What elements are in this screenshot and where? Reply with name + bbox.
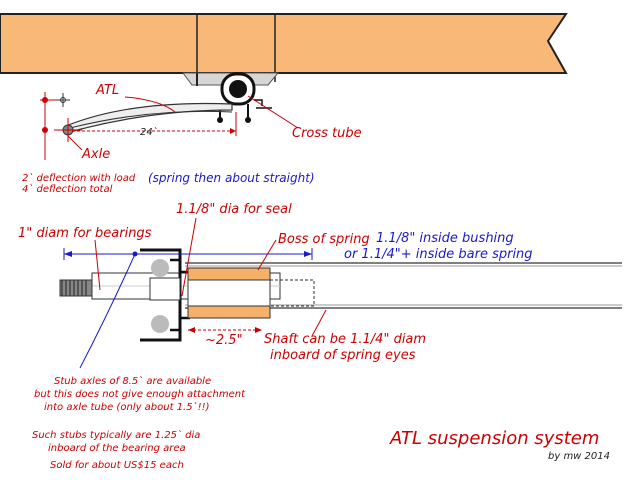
axle-label: Axle bbox=[82, 147, 111, 162]
dia-seal-label: 1.1/8" dia for seal bbox=[176, 202, 292, 217]
axle-leader bbox=[67, 135, 83, 151]
threaded-end bbox=[59, 279, 93, 297]
boss-spring-label: Boss of spring bbox=[278, 232, 370, 247]
spring-straight-text: (spring then about straight) bbox=[148, 171, 315, 185]
bearing-top bbox=[151, 259, 169, 277]
cross-tube-label: Cross tube bbox=[292, 126, 362, 141]
bearing-bottom bbox=[151, 315, 169, 333]
frame-beam bbox=[0, 13, 568, 74]
boss-extension bbox=[269, 279, 315, 307]
inside-bare-spring-label: or 1.1/4"+ inside bare spring bbox=[344, 247, 533, 262]
dim-24-label: 24` bbox=[140, 127, 158, 138]
diagram-title: ATL suspension system bbox=[390, 428, 600, 449]
boss-leader bbox=[257, 239, 277, 271]
dim-2-5-label: ~2.5" bbox=[205, 333, 243, 348]
bearings-leader bbox=[94, 239, 101, 291]
diam-bearings-label: 1" diam for bearings bbox=[18, 226, 152, 241]
such-line3: Sold for about US$15 each bbox=[50, 460, 184, 471]
shaft-leader bbox=[311, 309, 327, 337]
stub-line2: but this does not give enough attachment bbox=[34, 389, 246, 400]
atl-leader bbox=[124, 96, 176, 113]
inside-bushing-label: 1.1/8" inside bushing bbox=[376, 231, 514, 246]
shaft-line2: inboard of spring eyes bbox=[270, 348, 416, 363]
such-line1: Such stubs typically are 1.25` dia bbox=[32, 430, 201, 441]
byline: by mw 2014 bbox=[548, 451, 610, 462]
leaf-spring bbox=[65, 102, 233, 133]
such-line2: inboard of the bearing area bbox=[48, 443, 186, 454]
atl-label: ATL bbox=[96, 83, 120, 98]
deflection-total-text: 4` deflection total bbox=[22, 184, 113, 195]
seal-leader bbox=[181, 217, 197, 297]
shaft-line1: Shaft can be 1.1/4" diam bbox=[264, 332, 427, 347]
cross-tube-leader bbox=[247, 95, 299, 129]
stub-line1: Stub axles of 8.5` are available bbox=[54, 376, 212, 387]
cross-tube bbox=[229, 80, 247, 98]
deflection-load-text: 2` deflection with load bbox=[22, 173, 136, 184]
stub-line3: into axle tube (only about 1.5`!!) bbox=[44, 402, 210, 413]
stub-leader bbox=[79, 253, 136, 369]
